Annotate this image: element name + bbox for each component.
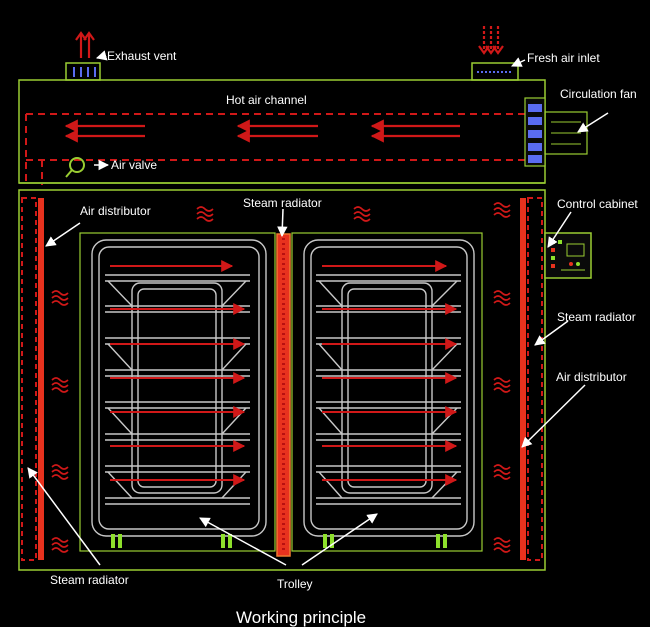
right-steam-radiator — [520, 197, 543, 561]
hot-air-flow-arrows — [64, 119, 460, 143]
fresh-air-inlet-leader — [511, 57, 526, 67]
center-radiator-leader — [277, 208, 288, 238]
right-steam-radiator-leader — [534, 320, 569, 346]
exhaust-vent-leader — [95, 50, 108, 61]
left-air-distributor-label: Air distributor — [80, 204, 151, 218]
drying-chamber — [18, 189, 546, 571]
hot-air-channel-label: Hot air channel — [226, 93, 307, 107]
air-valve-icon — [65, 157, 85, 178]
right-trolley-wheels — [323, 534, 447, 548]
leader-arrows — [27, 50, 609, 566]
center-steam-radiator — [276, 233, 291, 557]
circulation-fan-leader — [577, 112, 609, 133]
fresh-air-down-arrows-icon — [478, 26, 504, 55]
center-steam-radiator-label: Steam radiator — [243, 196, 322, 210]
circulation-fan — [524, 97, 588, 167]
fresh-air-inlet — [471, 62, 519, 81]
bottom-steam-radiator-label: Steam radiator — [50, 573, 129, 587]
exhaust-up-arrows-icon — [75, 31, 95, 58]
control-cabinet-label: Control cabinet — [557, 197, 638, 211]
right-air-distributor-label: Air distributor — [556, 370, 627, 384]
labels: Exhaust vent Fresh air inlet Hot air cha… — [50, 49, 638, 627]
bottom-steam-radiator-leader — [27, 467, 101, 566]
right-steam-radiator-label: Steam radiator — [557, 310, 636, 324]
left-trolley-wheels — [111, 534, 232, 548]
heat-wave-icons — [51, 202, 511, 553]
trolley-left-leader — [199, 517, 287, 566]
hot-air-channel-duct — [25, 113, 525, 185]
diagram-caption: Working principle — [236, 608, 366, 627]
left-trolley — [79, 232, 276, 552]
circulation-fan-label: Circulation fan — [560, 87, 637, 101]
left-trolley-airflow — [110, 260, 246, 486]
exhaust-vent — [65, 62, 101, 81]
right-air-distributor-leader — [521, 384, 586, 448]
control-cabinet-leader — [547, 211, 572, 248]
trolley-label: Trolley — [277, 577, 313, 591]
right-trolley — [291, 232, 483, 552]
exhaust-vent-label: Exhaust vent — [107, 49, 177, 63]
left-air-distributor-leader — [45, 222, 81, 247]
left-steam-radiator — [21, 197, 44, 561]
fresh-air-inlet-label: Fresh air inlet — [527, 51, 600, 65]
trolley-right-leader — [301, 513, 378, 566]
air-valve-label: Air valve — [111, 158, 157, 172]
right-trolley-airflow — [322, 260, 458, 486]
